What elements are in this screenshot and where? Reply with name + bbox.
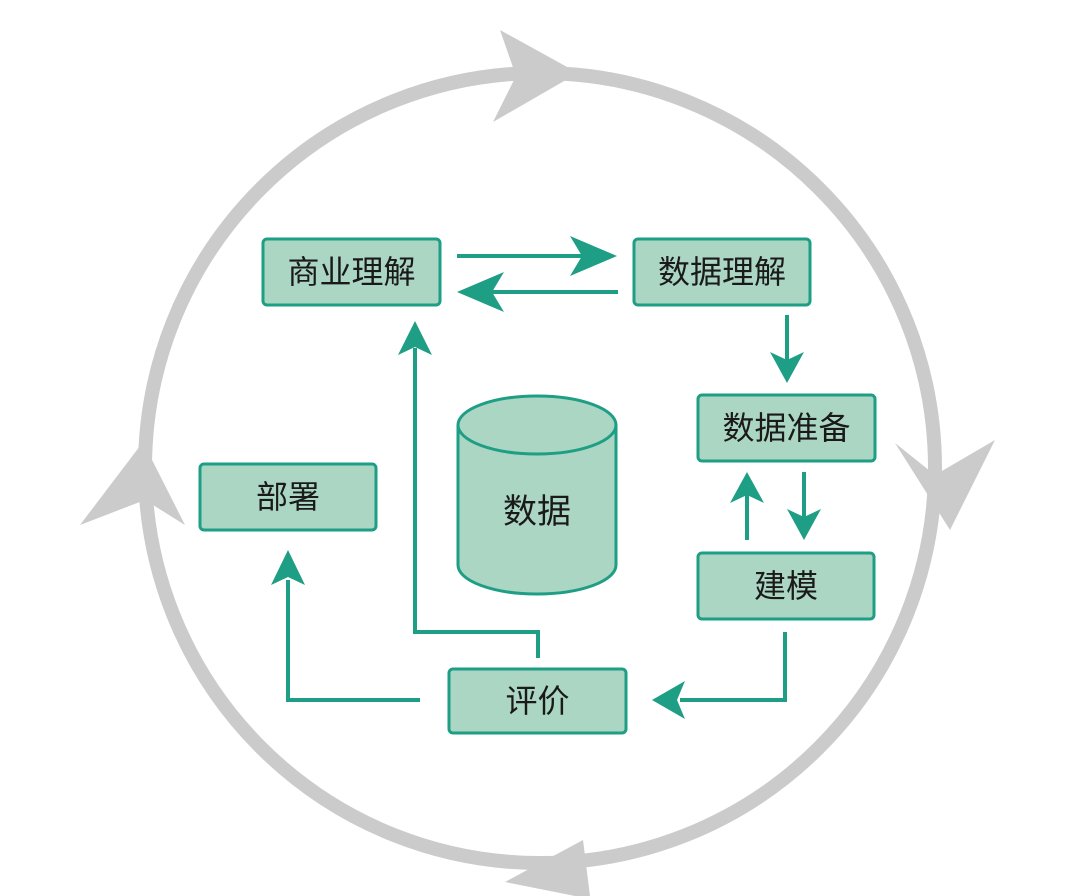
node-data-understanding: 数据理解	[632, 237, 812, 307]
cycle-arrow-bottom	[505, 840, 590, 896]
node-evaluation: 评价	[447, 667, 628, 735]
node-business-understanding: 商业理解	[261, 237, 442, 307]
arrow-data-to-business-head	[457, 272, 504, 312]
node-data-preparation-label: 数据准备	[722, 409, 850, 447]
node-data-understanding-label: 数据理解	[658, 253, 786, 291]
arrow-evaluation-to-deployment-line	[286, 580, 420, 702]
node-evaluation-label: 评价	[505, 682, 569, 720]
cycle-arrow-top	[493, 30, 578, 122]
arrow-modeling-to-evaluation-line	[680, 632, 787, 702]
node-business-understanding-label: 商业理解	[287, 253, 415, 291]
arrow-modeling-to-preparation-head	[730, 472, 764, 503]
node-modeling-label: 建模	[754, 567, 818, 605]
arrow-modeling-to-evaluation-head	[652, 681, 685, 719]
cycle-ring-group	[80, 30, 995, 896]
arrow-business-to-data-head	[570, 236, 617, 276]
database-top	[456, 394, 618, 456]
flow-arrows	[271, 236, 821, 719]
node-data-preparation: 数据准备	[696, 393, 877, 463]
node-modeling: 建模	[696, 551, 876, 621]
node-deployment-label: 部署	[256, 478, 320, 516]
database-label: 数据	[503, 492, 571, 532]
arrow-evaluation-to-business-line	[413, 348, 540, 658]
arrow-evaluation-to-deployment-head	[271, 550, 305, 585]
arrow-preparation-to-modeling-head	[787, 509, 821, 540]
cycle-arrow-left	[80, 442, 185, 525]
node-deployment: 部署	[198, 462, 378, 532]
arrow-understanding-to-preparation-head	[770, 352, 804, 383]
cycle-arrow-right	[895, 440, 995, 530]
database-cylinder: 数据	[456, 394, 618, 596]
arrow-evaluation-to-business-head	[398, 321, 432, 355]
database-body	[456, 425, 618, 596]
